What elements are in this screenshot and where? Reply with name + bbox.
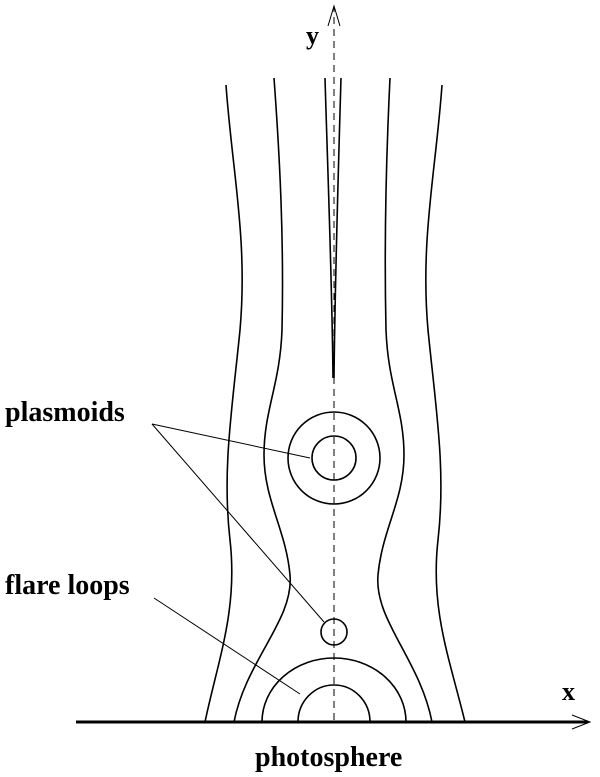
- plasmoid-small: [320, 618, 348, 646]
- x-axis-label: x: [562, 677, 575, 706]
- plasmoids-label: plasmoids: [5, 397, 125, 428]
- flare-loops-label: flare loops: [5, 570, 130, 601]
- current-sheet-cusp: [324, 77, 334, 379]
- y-axis-label: y: [306, 21, 319, 50]
- field-line-left-outer: [204, 84, 243, 723]
- x-axis-arrowhead: [571, 714, 592, 730]
- flare-loops-leader: [153, 597, 301, 695]
- plasmoids-leader-lower: [151, 423, 325, 623]
- y-axis-arrowhead: [327, 4, 341, 27]
- photosphere-label: photosphere: [255, 742, 402, 773]
- field-line-left-inner: [233, 77, 291, 723]
- field-line-right-outer: [425, 84, 466, 723]
- flare-loop-inner: [297, 684, 371, 723]
- flare-loop-outer: [261, 657, 407, 723]
- plasmoid-inner-ring: [311, 435, 357, 481]
- field-line-right-inner: [377, 77, 433, 723]
- plasmoids-leader-upper: [151, 423, 311, 459]
- plasmoid-outer-ring: [287, 411, 381, 505]
- current-sheet-cusp-right: [333, 77, 342, 379]
